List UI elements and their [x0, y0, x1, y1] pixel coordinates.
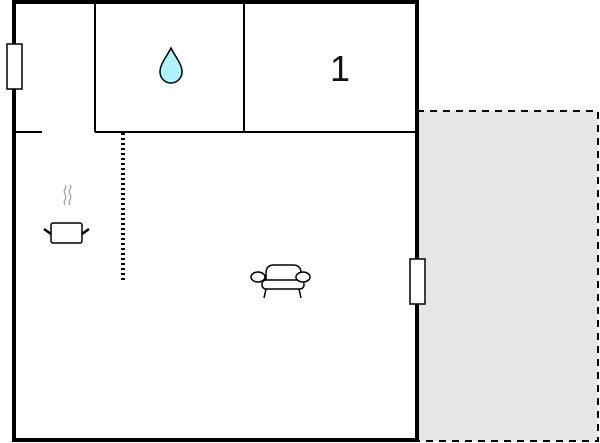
window-east[interactable] [409, 258, 426, 305]
terrace [417, 110, 599, 442]
cooking-pot-icon [43, 184, 90, 244]
interior-walls [14, 2, 417, 133]
water-drop-icon [159, 46, 183, 84]
room-label-1: 1 [330, 48, 350, 89]
outer-wall [12, 0, 419, 442]
window-west[interactable] [6, 43, 23, 90]
armchair-icon [250, 264, 311, 299]
